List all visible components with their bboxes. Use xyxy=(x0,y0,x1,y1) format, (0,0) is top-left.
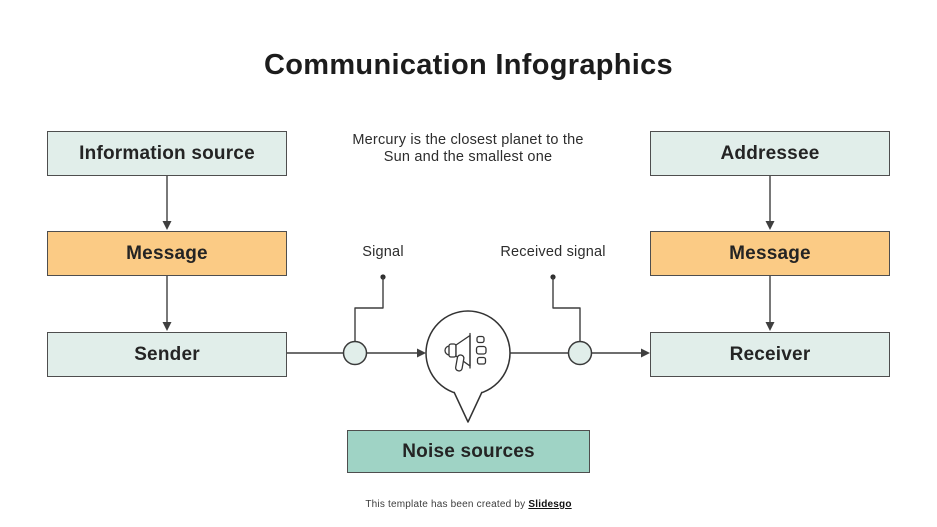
arrow-info-to-message xyxy=(162,176,172,230)
arrow-message-to-receiver xyxy=(765,276,775,331)
noise-bubble xyxy=(425,310,511,423)
signal-connector xyxy=(354,274,386,342)
intro-text: Mercury is the closest planet to the Sun… xyxy=(318,132,618,166)
flow-box-label: Message xyxy=(126,242,208,264)
flow-box-label: Sender xyxy=(134,343,200,365)
arrow-message-to-sender xyxy=(162,276,172,331)
received-signal-node xyxy=(567,340,593,366)
received-signal-label: Received signal xyxy=(500,244,606,260)
page-title: Communication Infographics xyxy=(264,49,673,81)
signal-node xyxy=(342,340,368,366)
signal-label: Signal xyxy=(362,244,404,260)
intro-line-1: Mercury is the closest planet to the xyxy=(352,132,584,148)
arrow-addressee-to-message xyxy=(765,176,775,230)
flow-box-label: Addressee xyxy=(720,142,820,164)
footer-credit-text: This template has been created by xyxy=(365,499,526,510)
flow-box-sender: Sender xyxy=(47,332,287,377)
arrowhead-into-noise-node xyxy=(417,348,426,358)
flow-box-information-source: Information source xyxy=(47,131,287,176)
slidesgo-link[interactable]: Slidesgo xyxy=(528,499,572,510)
flow-box-label: Message xyxy=(729,242,811,264)
flow-box-label: Noise sources xyxy=(402,440,535,462)
flow-box-addressee: Addressee xyxy=(650,131,890,176)
arrowhead-into-receiver xyxy=(641,348,650,358)
flow-box-receiver: Receiver xyxy=(650,332,890,377)
flow-box-label: Information source xyxy=(79,142,255,164)
megaphone-icon xyxy=(444,332,487,372)
flow-box-message-right: Message xyxy=(650,231,890,276)
flow-box-noise-sources: Noise sources xyxy=(347,430,590,473)
intro-line-2: Sun and the smallest one xyxy=(383,149,553,165)
flow-box-label: Receiver xyxy=(729,343,811,365)
received-signal-connector xyxy=(550,274,581,342)
flow-box-message-left: Message xyxy=(47,231,287,276)
